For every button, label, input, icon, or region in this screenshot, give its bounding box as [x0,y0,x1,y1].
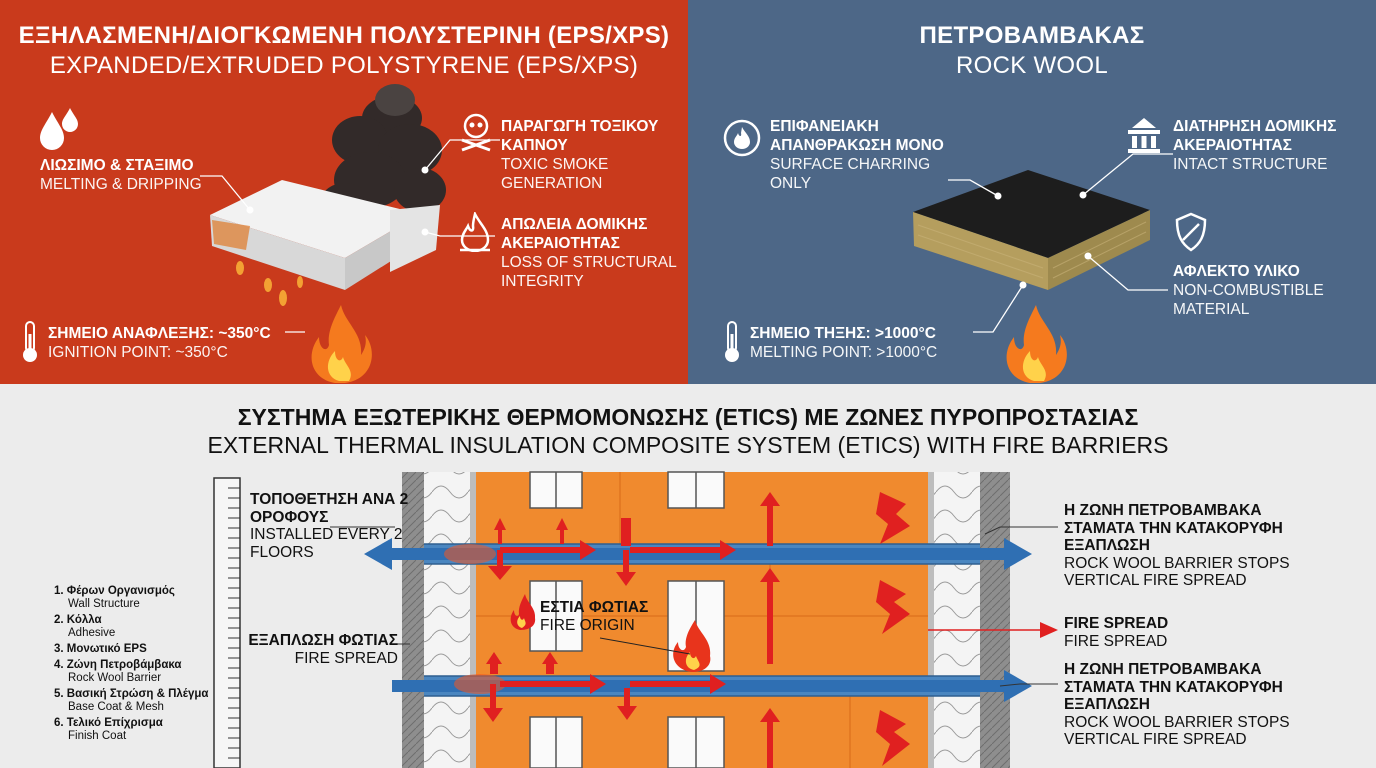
feature-smoke-en: TOXIC SMOKE GENERATION [501,156,609,192]
building-icon [1128,118,1160,153]
fire-spread-right-en: FIRE SPREAD [1064,632,1168,650]
ruler-scale [213,477,241,768]
eps-illustration [200,84,500,383]
ignition-point: ΣΗΜΕΙΟ ΑΝΑΦΛΕΞΗΣ: ~350°C IGNITION POINT:… [48,324,271,362]
legend-item-gr: 4. Ζώνη Πετροβάμβακα [54,659,182,671]
flame-circle-icon [723,119,761,157]
thermometer-icon [23,321,37,362]
feature-intact-gr: ΔΙΑΤΗΡΗΣΗ ΔΟΜΙΚΗΣ ΑΚΕΡΑΙΟΤΗΤΑΣ [1173,118,1337,154]
left-wall-layers [402,472,476,768]
spread-gr: ΕΞΑΠΛΩΣΗ ΦΩΤΙΑΣ [248,632,398,649]
fire-icon [311,305,372,383]
feature-smoke-gr: ΠΑΡΑΓΩΓΗ ΤΟΞΙΚΟΥ ΚΑΠΝΟΥ [501,118,659,154]
legend-item-gr: 1. Φέρων Οργανισμός [54,585,175,597]
fire-origin-label: ΕΣΤΙΑ ΦΩΤΙΑΣ FIRE ORIGIN [540,599,660,634]
barrier-top-gr: Η ΖΩΝΗ ΠΕΤΡΟΒΑΜΒΑΚΑ ΣΤΑΜΑΤΑ ΤΗΝ ΚΑΤΑΚΟΡΥ… [1064,502,1283,554]
etics-title-gr: ΣΥΣΤΗΜΑ ΕΞΩΤΕΡΙΚΗΣ ΘΕΡΜΟΜΟΝΩΣΗΣ (ETICS) … [237,404,1139,430]
legend-item-gr: 5. Βασική Στρώση & Πλέγμα [54,688,209,700]
installed-label: ΤΟΠΟΘΕΤΗΣΗ ΑΝΑ 2 ΟΡΟΦΟΥΣ INSTALLED EVERY… [250,491,410,561]
feature-charring-en: SURFACE CHARRING ONLY [770,156,931,192]
feature-melting-en: MELTING & DRIPPING [40,176,202,193]
rw-title-gr: ΠΕΤΡΟΒΑΜΒΑΚΑΣ [919,22,1145,49]
feature-intact-en: INTACT STRUCTURE [1173,156,1328,173]
skull-icon [461,113,491,152]
fire-spread-label: ΕΞΑΠΛΩΣΗ ΦΩΤΙΑΣ FIRE SPREAD [246,632,398,667]
legend-item-gr: 6. Τελικό Επίχρισμα [54,717,163,729]
melting-en: MELTING POINT: >1000°C [750,344,938,361]
eps-title-gr: ΕΞΗΛΑΣΜΕΝΗ/ΔΙΟΓΚΩΜΕΝΗ ΠΟΛΥΣΤΕΡΙΝΗ (EPS/X… [18,22,670,49]
shield-icon [1175,212,1207,252]
feature-noncombustible-en: NON-COMBUSTIBLE MATERIAL [1173,282,1324,318]
legend-item-gr: 2. Κόλλα [54,614,102,626]
legend-item-en: Wall Structure [68,598,140,610]
eps-slab [210,180,440,290]
spread-en: FIRE SPREAD [294,649,398,667]
melting-point: ΣΗΜΕΙΟ ΤΗΞΗΣ: >1000°C MELTING POINT: >10… [750,324,937,362]
rw-title-en: ROCK WOOL [955,52,1109,79]
legend-item-en: Rock Wool Barrier [68,672,162,684]
eps-title-en: EXPANDED/EXTRUDED POLYSTYRENE (EPS/XPS) [49,52,639,79]
feature-melting-gr: ΛΙΩΣΙΜΟ & ΣΤΑΞΙΜΟ [40,157,194,174]
origin-en: FIRE ORIGIN [540,616,635,634]
feature-smoke: ΠΑΡΑΓΩΓΗ ΤΟΞΙΚΟΥ ΚΑΠΝΟΥ TOXIC SMOKE GENE… [501,117,681,193]
etics-diagram [213,471,1058,768]
ignition-en: IGNITION POINT: ~350°C [48,344,228,361]
fire-icon [1006,305,1067,383]
feature-noncombustible-gr: ΑΦΛΕΚΤΟ ΥΛΙΚΟ [1173,263,1300,280]
droplets-icon [40,108,78,150]
melting-gr: ΣΗΜΕΙΟ ΤΗΞΗΣ: >1000°C [750,325,936,342]
eps-panel: ΕΞΗΛΑΣΜΕΝΗ/ΔΙΟΓΚΩΜΕΝΗ ΠΟΛΥΣΤΕΡΙΝΗ (EPS/X… [0,0,688,384]
etics-section: ΣΥΣΤΗΜΑ ΕΞΩΤΕΡΙΚΗΣ ΘΕΡΜΟΜΟΝΩΣΗΣ (ETICS) … [0,384,1376,768]
fire-arrows [483,492,1058,768]
drips [236,261,303,306]
legend-item-en: Base Coat & Mesh [68,701,164,713]
rockwool-panel: ΠΕΤΡΟΒΑΜΒΑΚΑΣ ROCK WOOL [688,0,1376,384]
feature-melting: ΛΙΩΣΙΜΟ & ΣΤΑΞΙΜΟ MELTING & DRIPPING [40,156,202,194]
legend-item-en: Finish Coat [68,730,127,742]
eps-connectors [200,139,500,333]
callout-lines [330,526,1058,687]
rw-connectors [948,153,1173,333]
thermometer-icon [725,321,739,362]
rockwool-slab [913,170,1150,290]
flame-icon [460,212,490,252]
fire-origin-flame-icon [673,620,711,672]
legend-item-gr: 3. Μονωτικό EPS [54,643,147,655]
feature-integrity: ΑΠΩΛΕΙΑ ΔΟΜΙΚΗΣ ΑΚΕΡΑΙΟΤΗΤΑΣ LOSS OF STR… [501,215,681,291]
feature-integrity-gr: ΑΠΩΛΕΙΑ ΔΟΜΙΚΗΣ ΑΚΕΡΑΙΟΤΗΤΑΣ [501,216,648,252]
barrier-bottom-label: Η ΖΩΝΗ ΠΕΤΡΟΒΑΜΒΑΚΑ ΣΤΑΜΑΤΑ ΤΗΝ ΚΑΤΑΚΟΡΥ… [1064,661,1304,749]
feature-integrity-en: LOSS OF STRUCTURAL INTEGRITY [501,254,677,290]
barrier-bottom-en: ROCK WOOL BARRIER STOPS VERTICAL FIRE SP… [1064,713,1290,749]
ignition-gr: ΣΗΜΕΙΟ ΑΝΑΦΛΕΞΗΣ: ~350°C [48,325,271,342]
feature-charring: ΕΠΙΦΑΝΕΙΑΚΗ ΑΠΑΝΘΡΑΚΩΣΗ ΜΟΝΟ SURFACE CHA… [770,117,970,193]
installed-en: INSTALLED EVERY 2 FLOORS [250,526,403,561]
barrier-top-en: ROCK WOOL BARRIER STOPS VERTICAL FIRE SP… [1064,554,1290,590]
barrier-top-label: Η ΖΩΝΗ ΠΕΤΡΟΒΑΜΒΑΚΑ ΣΤΑΜΑΤΑ ΤΗΝ ΚΑΤΑΚΟΡΥ… [1064,502,1304,590]
barrier-bottom-gr: Η ΖΩΝΗ ΠΕΤΡΟΒΑΜΒΑΚΑ ΣΤΑΜΑΤΑ ΤΗΝ ΚΑΤΑΚΟΡΥ… [1064,661,1283,713]
feature-intact: ΔΙΑΤΗΡΗΣΗ ΔΟΜΙΚΗΣ ΑΚΕΡΑΙΟΤΗΤΑΣ INTACT ST… [1173,117,1373,174]
legend-item-en: Adhesive [68,627,116,639]
etics-title-en: EXTERNAL THERMAL INSULATION COMPOSITE SY… [207,432,1169,458]
right-wall-layers [928,472,1010,768]
feature-charring-gr: ΕΠΙΦΑΝΕΙΑΚΗ ΑΠΑΝΘΡΑΚΩΣΗ ΜΟΝΟ [770,118,944,154]
legend-item: 3. Μονωτικό EPS [54,643,209,656]
fire-spread-right-label: FIRE SPREAD FIRE SPREAD [1064,615,1304,650]
origin-gr: ΕΣΤΙΑ ΦΩΤΙΑΣ [540,599,649,616]
fire-spread-right-gr: FIRE SPREAD [1064,615,1169,632]
fire-origin-small-icon [510,594,536,630]
rockwool-illustration [913,153,1173,383]
feature-noncombustible: ΑΦΛΕΚΤΟ ΥΛΙΚΟ NON-COMBUSTIBLE MATERIAL [1173,262,1373,319]
installed-gr: ΤΟΠΟΘΕΤΗΣΗ ΑΝΑ 2 ΟΡΟΦΟΥΣ [250,491,409,526]
